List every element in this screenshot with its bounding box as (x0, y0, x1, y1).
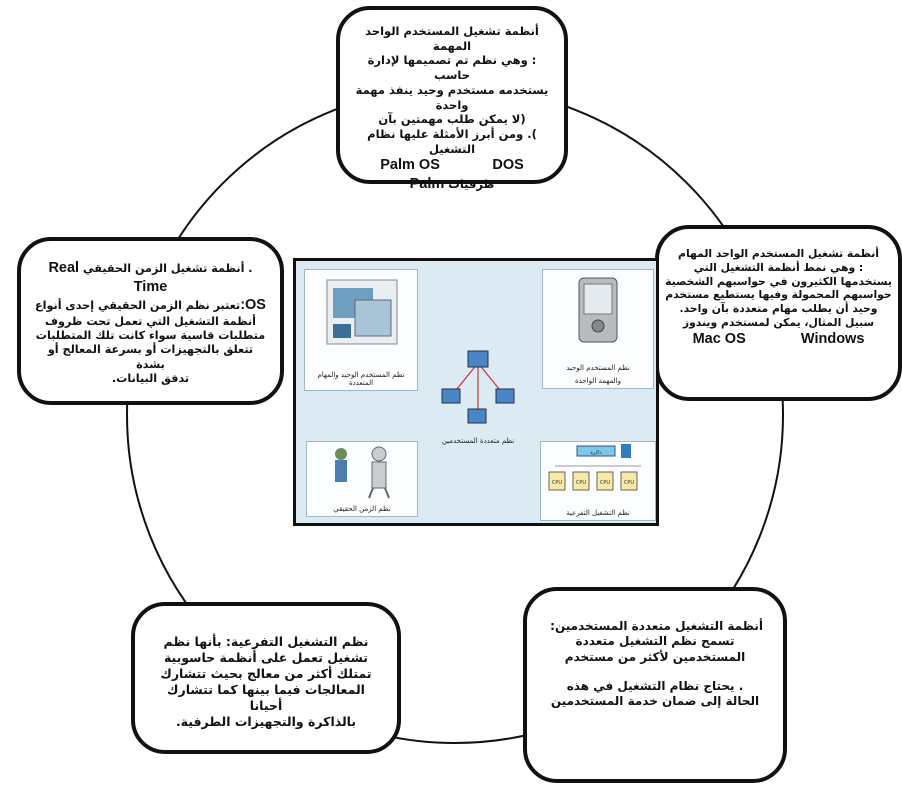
single-task-line-4: (لا يمكن طلب مهمتين بآن (378, 112, 526, 127)
single-user-multi-task-box: أنظمة تشغيل المستخدم الواحد المهام : وهي… (655, 225, 902, 401)
caption-bottom-right: نظم التشغيل التفرعية (566, 509, 630, 517)
real-time-title: . أنظمة تشغيل الزمن الحقيقي Real Time (35, 259, 266, 296)
cpu-label-2: CPU (576, 480, 587, 486)
caption-center: نظم متعددة المستخدمين (441, 437, 515, 445)
os-palm: Palm OS (380, 157, 440, 174)
tile-parallel: CPU CPU CPU CPU ذاكرة نظم التشغيل التفرع… (540, 441, 656, 521)
parallel-os-box: نظم التشغيل التفرعية: بأنها نظم تشغيل تع… (131, 602, 401, 754)
parallel-line-5: بالذاكرة والتجهيزات الطرفية. (175, 714, 357, 729)
terminals-label: طرفيات (448, 177, 495, 192)
real-time-os-label: OS: (240, 297, 266, 314)
caption-bottom-left: نظم الزمن الحقيقي (333, 505, 391, 513)
multi-task-line-4: حواسبهم المحمولة وفيها يستطيع مستخدم (665, 288, 892, 302)
multi-user-line-4 (547, 665, 763, 679)
cpu-label-4: CPU (624, 480, 635, 486)
tile-real-time: نظم الزمن الحقيقي (306, 441, 418, 517)
desktop-screen-icon (326, 279, 398, 345)
robot-people-icon (335, 446, 390, 499)
cpu-label-1: CPU (552, 480, 563, 486)
parallel-line-2: تشغيل تعمل على أنظمة حاسوبية (163, 650, 369, 665)
tile-single-user-multi-task: نظم المستخدم الوحيد والمهام المتعددة (304, 269, 418, 391)
parallel-line-4: المعالجات فيما بينها كما تتشارك أحيانا (167, 682, 365, 713)
multi-user-line-1: أنظمة التشغيل متعددة المستخدمين: (550, 619, 763, 633)
multi-task-line-2: : وهي نمط أنظمة التشغيل التي (693, 260, 864, 274)
multi-task-os-examples: Mac OS Windows (665, 330, 892, 349)
real-time-title-en: Real Time (48, 260, 168, 295)
processors-memory-icon: CPU CPU CPU CPU ذاكرة (548, 444, 641, 491)
caption-top-right-2: والمهمة الواحدة (574, 377, 622, 385)
tile-multi-user: نظم متعددة المستخدمين (422, 345, 534, 445)
single-task-line-3: يستخدمه مستخدم وحيد ينفذ مهمة واحدة (355, 82, 549, 112)
real-time-os-box: . أنظمة تشغيل الزمن الحقيقي Real Time OS… (17, 237, 284, 405)
multi-user-os-box: أنظمة التشغيل متعددة المستخدمين: تسمح نظ… (523, 587, 787, 783)
real-time-line-3: متطلبات قاسية سواء كانت تلك المتطلبات (35, 328, 266, 342)
os-mac: Mac OS (692, 330, 746, 347)
real-time-line-1: OS:تعتبر نظم الزمن الحقيقي إحدى أنواع (35, 296, 266, 315)
single-task-line-2: : وهي نظم تم تصميمها لإدارة حاسب (367, 53, 537, 83)
caption-top-right-1: نظم المستخدم الوحيد (566, 364, 630, 372)
multi-user-line-5: . يحتاج نظام التشغيل في هذه (566, 679, 744, 694)
os-dos: DOS (492, 157, 524, 174)
single-task-os-examples: Palm OS DOS (354, 156, 550, 175)
multi-user-line-2: تسمح نظم التشغيل متعددة (575, 634, 735, 649)
parallel-line-1: نظم التشغيل التفرعية: بأنها نظم (163, 634, 369, 649)
os-windows: Windows (800, 330, 865, 347)
real-time-line-5: تدفق البيانات. (111, 371, 190, 385)
multi-task-line-3: يستخدمها الكثيرون في حواسبهم الشخصية (665, 274, 892, 288)
palm-label: Palm (409, 176, 445, 193)
single-user-single-task-box: أنظمة تشغيل المستخدم الواحد المهمة : وهي… (336, 6, 568, 192)
real-time-line-2: أنظمة التشغيل التي تعمل تحت ظروف (44, 314, 257, 328)
multi-user-line-3: المستخدمين لأكثر من مستخدم (564, 649, 746, 664)
os-types-illustration: نظم المستخدم الوحيد والمهام المتعددة نظم… (293, 258, 659, 526)
multi-task-line-6: سبيل المثال، يمكن لمستخدم ويندوز (682, 316, 875, 330)
memory-label: ذاكرة (590, 450, 601, 456)
tile-single-user-single-task: نظم المستخدم الوحيد والمهمة الواحدة (542, 269, 654, 389)
single-task-terminals: طرفيات Palm (354, 175, 550, 194)
network-computers-icon (441, 350, 515, 424)
parallel-line-3: تمتلك أكثر من معالج بحيث تتشارك (160, 666, 372, 681)
single-task-line-1: أنظمة تشغيل المستخدم الواحد المهمة (365, 24, 539, 53)
single-task-line-5: ). ومن أبرز الأمثلة عليها نظام التشغيل (367, 127, 537, 156)
real-time-line-4: تتعلق بالتجهيزات أو بسرعة المعالج أو بشد… (47, 343, 254, 371)
cpu-label-3: CPU (600, 480, 611, 486)
multi-task-line-5: وحيد أن يطلب مهام متعددة بآن واحد. (679, 302, 878, 316)
multi-task-line-1: أنظمة تشغيل المستخدم الواحد المهام (678, 247, 879, 260)
caption-top-left: نظم المستخدم الوحيد والمهام المتعددة (317, 371, 405, 387)
real-time-line-1-text: تعتبر نظم الزمن الحقيقي إحدى أنواع (35, 299, 241, 313)
pda-device-icon (578, 277, 618, 343)
multi-user-line-6: الحالة إلى ضمان خدمة المستخدمين (550, 694, 760, 709)
real-time-title-ar: . أنظمة تشغيل الزمن الحقيقي (82, 262, 253, 275)
